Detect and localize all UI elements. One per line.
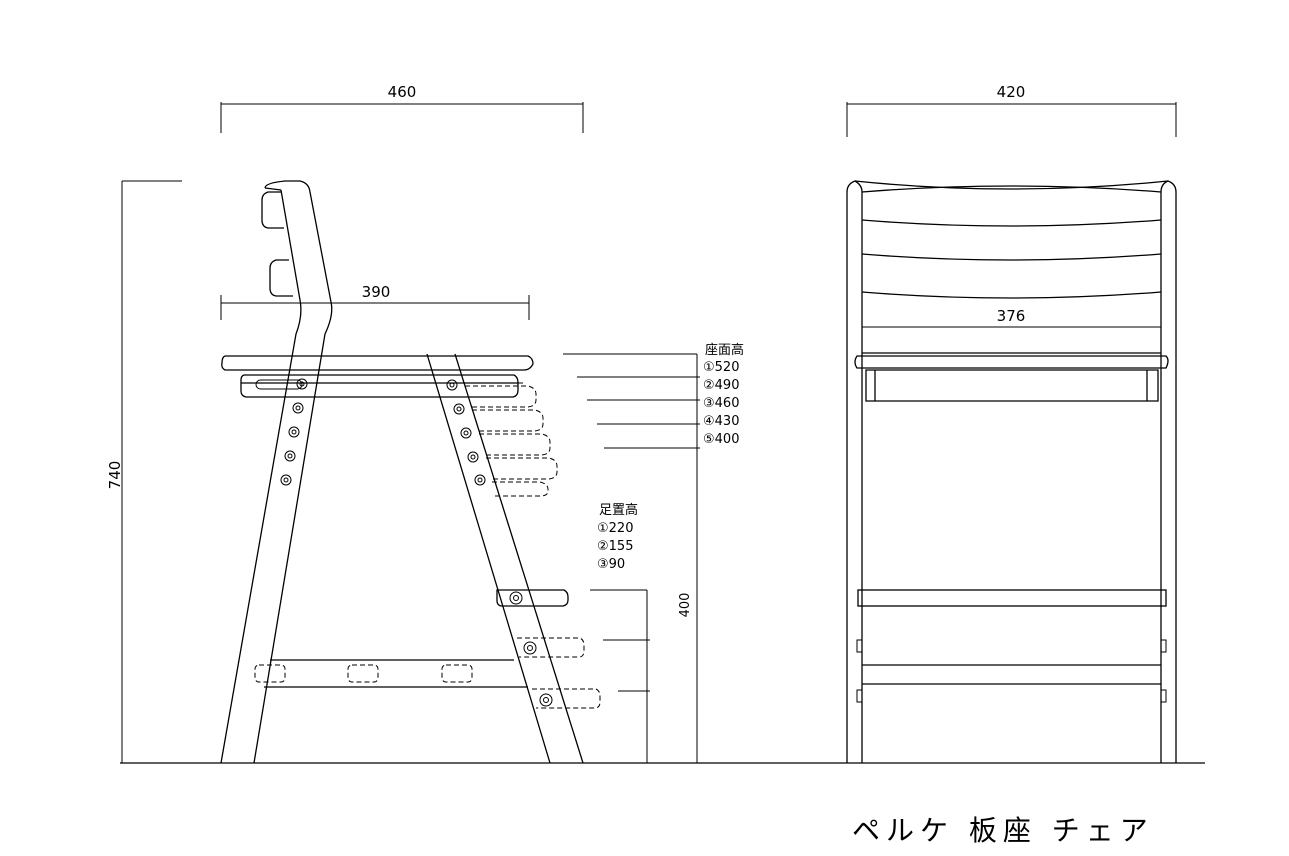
- dimension-740-label: 740: [106, 461, 124, 490]
- foot-height-list: 足置高 ①220 ②155 ③90: [597, 502, 638, 572]
- alt-seat-positions: [465, 382, 558, 497]
- footrest: [496, 589, 601, 709]
- foot-height-option-2: ②155: [597, 539, 633, 554]
- dimension-376-label: 376: [997, 307, 1026, 325]
- seat-height-option-4: ④430: [703, 414, 739, 429]
- seat-height-heading: 座面高: [705, 342, 744, 358]
- seat-height-option-1: ①520: [703, 360, 739, 375]
- dimension-390: 390: [220, 283, 530, 320]
- seat-height-leaders: [563, 353, 700, 763]
- dimension-420: 420: [846, 83, 1177, 137]
- dimension-740: 740: [106, 180, 182, 763]
- side-view: 460 390 740: [106, 83, 744, 764]
- foot-height-heading: 足置高: [599, 502, 638, 518]
- foot-height-option-1: ①220: [597, 521, 633, 536]
- dimension-390-label: 390: [362, 283, 391, 301]
- seat-height-option-5: ⑤400: [703, 432, 739, 447]
- front-view: 420 376: [846, 83, 1177, 763]
- dimension-376: 376: [861, 307, 1162, 337]
- lower-stretcher: [254, 659, 528, 688]
- dimension-420-label: 420: [997, 83, 1026, 101]
- front-leg: [426, 353, 584, 764]
- back-leg-holes: [280, 378, 308, 486]
- seat-height-list: 座面高 ①520 ②490 ③460 ④430 ⑤400: [703, 342, 744, 447]
- seat-height-option-3: ③460: [703, 396, 739, 411]
- dimension-460: 460: [220, 83, 584, 133]
- seat-height-option-2: ②490: [703, 378, 739, 393]
- side-seat: [221, 355, 534, 398]
- back-post: [220, 180, 333, 764]
- foot-height-leaders: [590, 589, 650, 763]
- dimension-400-label: 400: [678, 593, 693, 618]
- foot-height-option-3: ③90: [597, 557, 625, 572]
- dimension-460-label: 460: [388, 83, 417, 101]
- front-leg-holes: [446, 379, 486, 486]
- drawing-title: ペルケ 板座 チェア: [852, 814, 1154, 847]
